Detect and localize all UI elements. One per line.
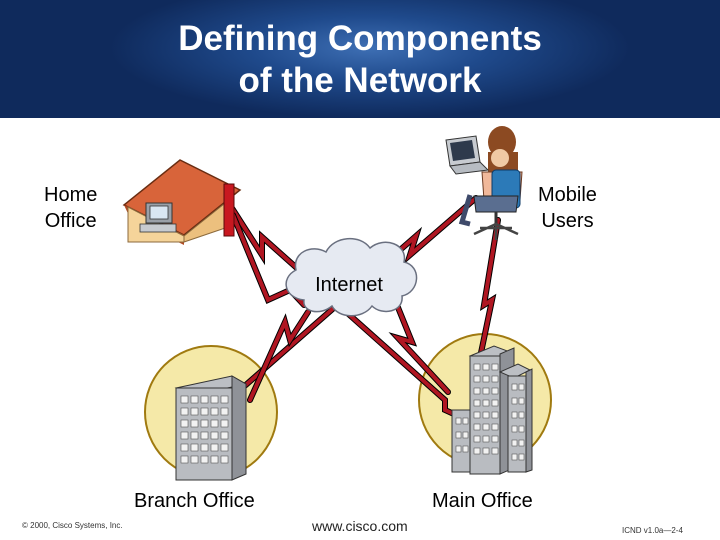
course-code: ICND v1.0a—2-4 [622,526,683,535]
mobile-user-icon [445,126,523,240]
home-label-line-2: Office [44,210,97,232]
title-line-2: of the Network [238,61,482,100]
link-mobile-main [475,218,500,374]
home-office-label: Home Office [44,182,97,234]
link-home-main [228,203,469,422]
home-office-icon [122,159,242,245]
branch-office-building-icon [174,375,248,481]
title-banner [0,0,720,118]
mobile-label-line-2: Users [541,210,594,232]
branch-office-label: Branch Office [134,490,255,512]
internet-label: Internet [315,274,383,296]
cisco-url[interactable]: www.cisco.com [312,518,408,534]
mobile-label-line-1: Mobile [538,184,597,206]
mobile-users-label: Mobile Users [538,182,597,234]
main-office-building-icon [451,345,533,475]
slide-title: Defining Components of the Network [0,18,720,102]
main-office-label: Main Office [432,490,533,512]
link-internet-branch [248,310,310,402]
copyright-text: © 2000, Cisco Systems, Inc. [22,521,123,530]
wan-links [225,195,501,423]
home-label-line-1: Home [44,184,98,206]
title-line-1: Defining Components [178,19,542,58]
internet-cloud-icon [285,238,418,317]
link-internet-main [391,298,450,394]
